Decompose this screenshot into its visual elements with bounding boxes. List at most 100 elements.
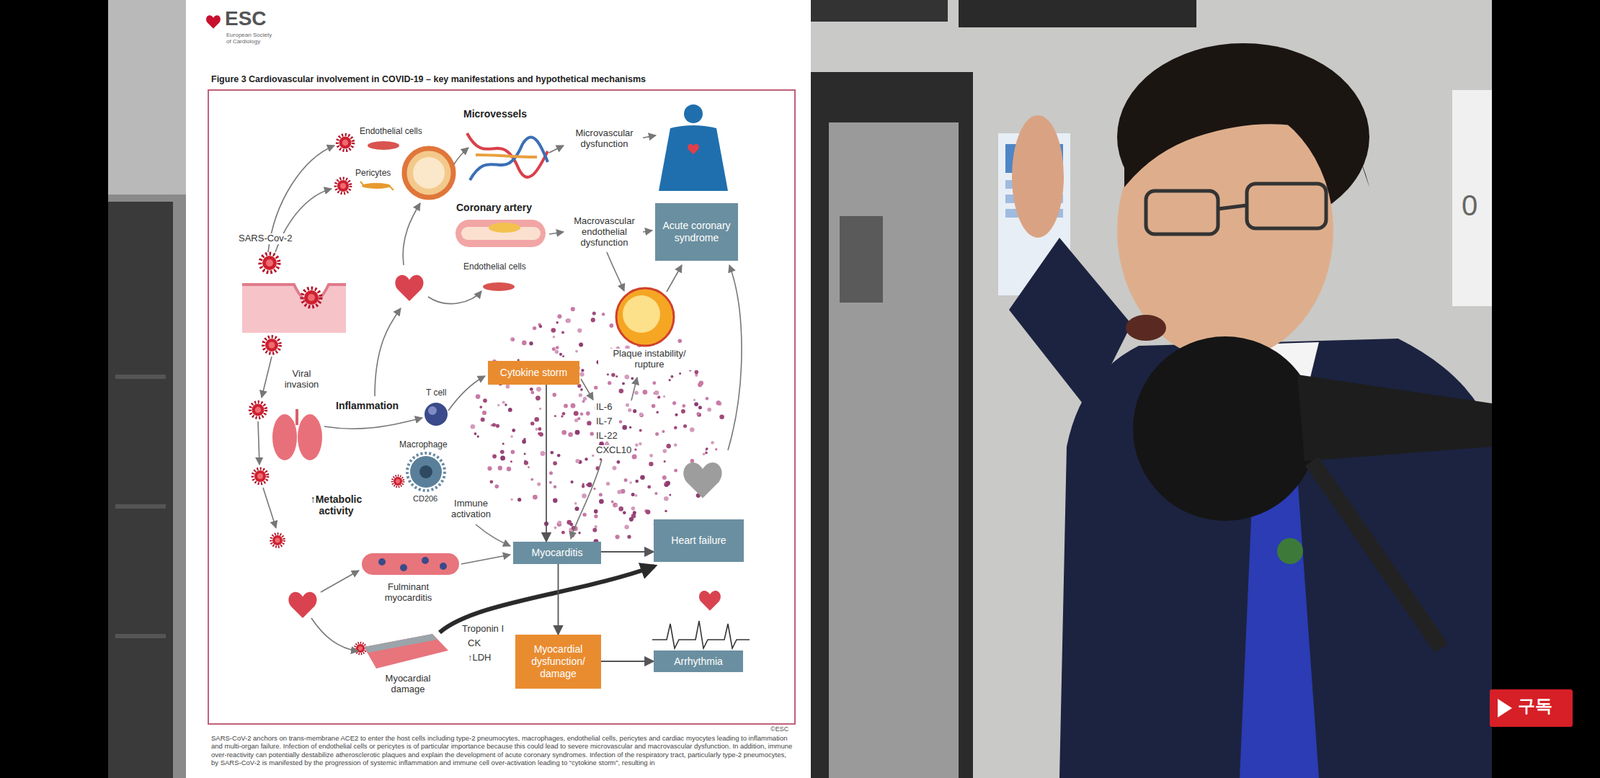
cytokine-dot [614,504,618,508]
pathway-arrow [263,487,277,529]
cell-membrane [242,284,346,303]
cytokine-dot [582,482,585,486]
figure-label: IL-6 [595,402,613,413]
cytokine-dot [707,407,712,413]
studio-photo [839,216,883,303]
cytokine-dot [694,370,700,375]
pathway-arrow [402,203,421,266]
cytokine-dot [560,415,563,418]
process-box: Heart failure [653,519,744,563]
cytokine-dot [615,375,618,378]
cytokine-dot [561,531,566,535]
cytokine-dot [510,498,514,501]
cytokine-dot [627,535,631,540]
cell-membrane [242,284,346,333]
cytokine-dot [497,404,500,407]
cytokine-dot [606,373,610,376]
cytokine-dot [639,413,643,418]
figure-label: ©ESC [769,725,790,733]
room-background [108,0,186,195]
cytokine-dot [539,407,542,411]
speaker-figure [1009,237,1132,411]
studio-photo [1452,90,1492,307]
cytokine-dot [634,448,637,451]
cytokine-dot [618,506,624,512]
pathway-arrow [320,570,359,593]
cytokine-dot [552,392,557,398]
virus-particle [335,178,351,194]
cytokine-dot [532,326,537,331]
room-background [108,201,173,778]
cytokine-dot [557,454,561,458]
cytokine-dot [578,531,581,535]
cytokine-dot [651,404,656,409]
cytokine-dot [523,460,529,465]
process-box: Cytokine storm [487,361,580,385]
cytokine-dot [593,514,598,519]
cytokine-dot [593,385,598,390]
cytokine-dot [611,500,615,504]
cytokine-dot [719,415,725,421]
cytokine-dot [570,480,574,484]
figure-title: Figure 3 Cardiovascular involvement in C… [211,74,646,85]
cytokine-dot [612,466,617,471]
cytokine-dot [552,498,558,504]
endothelial-cell [367,141,400,150]
pathway-arrow [549,145,564,153]
cytokine-dot [663,449,668,454]
cytokine-dot [537,432,541,436]
figure-label: Fulminant myocarditis [373,582,444,604]
cytokine-dot [639,429,643,433]
button-label: 구독 [1517,696,1553,718]
cytokine-dot [584,457,588,461]
cytokine-dot [611,373,615,377]
pathway-arrow [324,418,423,429]
cytokine-dot [523,452,527,455]
cytokine-dot [625,403,630,408]
plaque-illustration [622,295,661,333]
cytokine-dot [642,389,648,395]
cytokine-dot [511,338,515,342]
cytokine-dot [477,435,480,438]
microvessels [469,136,548,181]
cytokine-dot [535,428,539,431]
cytokine-dot [607,381,612,385]
cytokine-dot [480,418,486,423]
cytokine-dot [498,466,503,471]
cytokine-dot [559,353,563,357]
cytokine-dot [696,412,700,416]
microvessels [475,154,537,158]
cytokine-dot [594,525,598,529]
figure-label: Troponin I [461,624,505,635]
cytokine-dot [621,382,625,386]
speaker-figure [1011,115,1064,238]
cytokine-dot [570,403,576,409]
process-box: Myocardial dysfunction/ damage [515,634,602,690]
figure-label: Immune activation [439,498,503,521]
virus-particle [354,642,367,655]
myocardium-tissue [361,553,460,669]
cytokine-dot [511,428,516,433]
figure-label: 0 [1461,188,1478,222]
cytokine-dot [521,439,527,444]
cytokine-dot [631,492,635,497]
virus-particle [392,475,404,488]
cytokine-dot [631,506,636,511]
immune-cell [419,465,433,479]
virus-particle [301,288,321,308]
cytokine-dot [656,411,659,414]
heart-illustration [683,462,722,499]
cytokine-dot [705,397,710,401]
cytokine-dot [474,432,478,436]
cytokine-dot [612,503,618,509]
connector-arrow [601,551,654,553]
cytokine-dot [549,471,553,475]
cytokine-dot [654,492,658,496]
cytokine-dot [495,424,500,429]
studio-photo [810,0,948,22]
pathway-arrow [642,230,653,233]
pathway-arrow [549,232,564,235]
cytokine-dot [624,478,628,483]
cytokine-dot [663,496,669,502]
cytokine-dot [555,345,560,350]
